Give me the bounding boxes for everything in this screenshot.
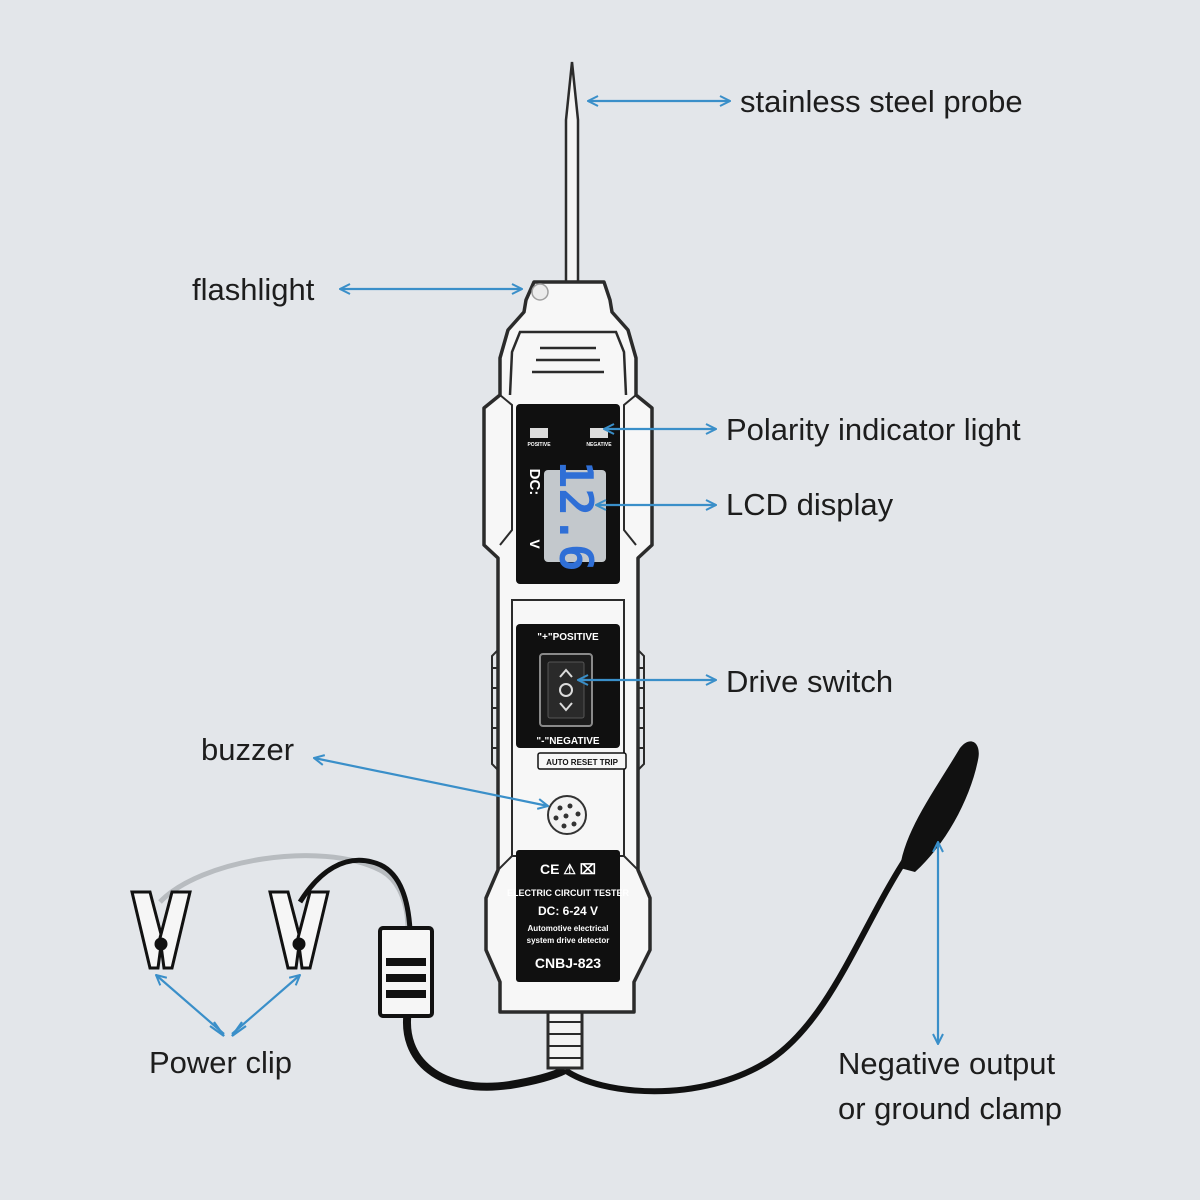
label-negative-line-1: Negative output (838, 1046, 1056, 1081)
arrow-buzzer (314, 758, 548, 806)
svg-text:AUTO RESET TRIP: AUTO RESET TRIP (546, 758, 619, 767)
cert-marks: CE ⚠ ⌧ (540, 861, 596, 877)
led-positive (530, 428, 548, 438)
power-clip-connector (378, 926, 434, 1018)
info-panel: CE ⚠ ⌧ ELECTRIC CIRCUIT TESTER DC: 6-24 … (507, 850, 630, 982)
lcd-screen (544, 470, 606, 562)
product-title: ELECTRIC CIRCUIT TESTER (507, 888, 630, 898)
label-power-clip: Power clip (149, 1045, 292, 1080)
arrow-power-clip-left (156, 975, 225, 1035)
indicator-negative-label: NEGATIVE (586, 442, 612, 448)
power-clip-black-wire (297, 857, 413, 931)
model-number: CNBJ-823 (535, 955, 601, 971)
label-probe: stainless steel probe (740, 84, 1023, 119)
cables (158, 853, 908, 1095)
desc-line-1: Automotive electrical (528, 924, 609, 933)
arrow-power-clip-tips (209, 1021, 247, 1037)
flashlight-lens (531, 283, 549, 301)
drive-switch-panel: "+"POSITIVE "-"NEGATIVE (516, 624, 620, 748)
strain-relief (546, 1008, 584, 1070)
alligator-clip-right (268, 890, 330, 970)
lcd-unit: V (527, 539, 543, 549)
switch-bottom-label: "-"NEGATIVE (536, 736, 600, 747)
lcd-prefix: DC: (526, 469, 543, 496)
lcd-panel: POSITIVE NEGATIVE DC: 12.6 V (516, 404, 620, 584)
label-drive-switch: Drive switch (726, 664, 894, 699)
arrow-power-clip-right (231, 975, 300, 1035)
label-negative-line-2: or ground clamp (838, 1090, 1063, 1126)
alligator-clip-left (130, 890, 192, 970)
reset-badge: AUTO RESET TRIP (537, 752, 627, 770)
led-negative (590, 428, 608, 438)
indicator-positive-label: POSITIVE (527, 442, 551, 448)
switch-center-icon (559, 683, 573, 697)
label-flashlight: flashlight (192, 272, 315, 307)
probe (564, 61, 580, 302)
label-lcd: LCD display (726, 487, 894, 522)
ground-clamp (900, 741, 979, 872)
switch-down-arrow-icon (559, 702, 573, 712)
main-cable (403, 1009, 567, 1091)
label-buzzer: buzzer (201, 732, 295, 767)
callout-arrows (156, 101, 938, 1044)
label-polarity: Polarity indicator light (726, 412, 1021, 447)
ground-cable (563, 858, 908, 1095)
lcd-reading: 12.6 (549, 461, 603, 572)
buzzer-grille (547, 795, 587, 835)
switch-up-arrow-icon (559, 668, 573, 678)
desc-line-2: system drive detector (527, 936, 610, 945)
voltage-range: DC: 6-24 V (538, 904, 598, 918)
switch-top-label: "+"POSITIVE (537, 632, 599, 643)
label-negative-output: Negative output or ground clamp (838, 1042, 1062, 1132)
